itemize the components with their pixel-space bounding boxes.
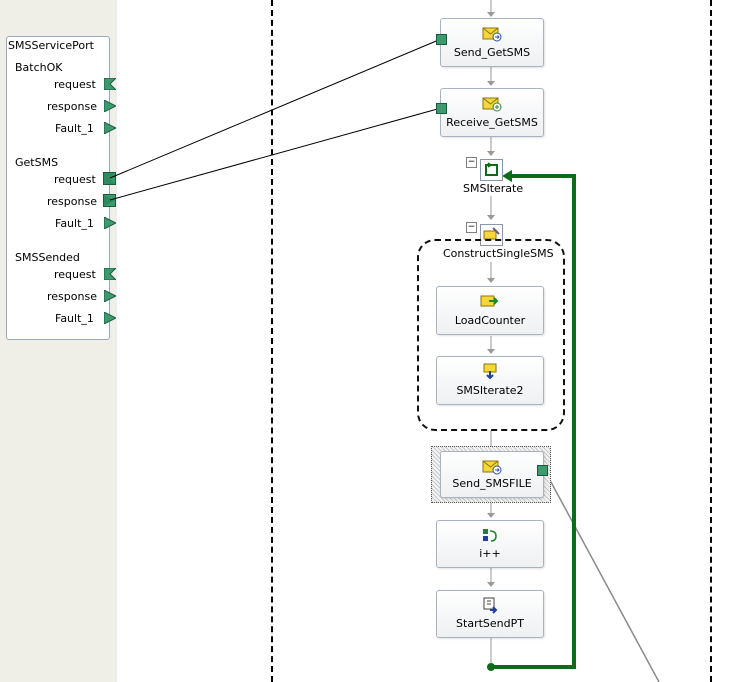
construct-label: ConstructSingleSMS bbox=[443, 247, 554, 260]
loadcounter-shape[interactable]: LoadCounter bbox=[436, 286, 544, 335]
expression-icon bbox=[483, 529, 497, 542]
port-label-response: response bbox=[47, 290, 97, 303]
request-port-icon[interactable] bbox=[104, 268, 116, 280]
port-label-request: request bbox=[54, 173, 96, 186]
port-label-response: response bbox=[47, 100, 97, 113]
message-assignment-icon bbox=[480, 295, 499, 307]
port-title: SMSServicePort bbox=[8, 39, 94, 52]
loop-label: SMSIterate bbox=[463, 182, 524, 195]
startsendpt-label: StartSendPT bbox=[456, 617, 524, 630]
send-message-icon bbox=[482, 27, 502, 42]
request-port-icon[interactable] bbox=[104, 78, 116, 90]
send-message-icon bbox=[482, 460, 502, 475]
fault-port-icon[interactable] bbox=[104, 122, 116, 134]
operation-getsms: GetSMS bbox=[15, 156, 59, 169]
lane-separator-left bbox=[271, 0, 273, 682]
receive-getsms-shape[interactable]: Receive_GetSMS bbox=[440, 88, 544, 137]
port-label-fault: Fault_1 bbox=[55, 217, 94, 230]
start-orchestration-icon bbox=[483, 597, 498, 614]
collapse-loop-toggle[interactable]: − bbox=[466, 157, 477, 168]
operation-batchok: BatchOK bbox=[15, 61, 63, 74]
collapse-construct-toggle[interactable]: − bbox=[466, 222, 477, 233]
receive-message-icon bbox=[482, 97, 502, 112]
lane-separator-right bbox=[710, 0, 712, 682]
response-port-icon[interactable] bbox=[103, 194, 116, 207]
loop-icon bbox=[485, 162, 498, 176]
receive-getsms-label: Receive_GetSMS bbox=[446, 116, 538, 129]
response-port-icon[interactable] bbox=[104, 290, 116, 302]
send-getsms-port-connector[interactable] bbox=[436, 34, 447, 45]
loop-shape[interactable] bbox=[480, 159, 503, 181]
fault-port-icon[interactable] bbox=[104, 312, 116, 324]
fault-port-icon[interactable] bbox=[104, 217, 116, 229]
port-label-response: response bbox=[47, 195, 97, 208]
port-label-fault: Fault_1 bbox=[55, 122, 94, 135]
port-panel-smsserviceport[interactable] bbox=[6, 36, 110, 340]
send-smsfile-shape[interactable]: Send_SMSFILE bbox=[440, 451, 544, 498]
request-port-icon[interactable] bbox=[103, 172, 116, 185]
port-label-request: request bbox=[54, 78, 96, 91]
receive-getsms-port-connector[interactable] bbox=[436, 103, 447, 114]
send-getsms-shape[interactable]: Send_GetSMS bbox=[440, 18, 544, 67]
smsiterate2-shape[interactable]: SMSIterate2 bbox=[436, 356, 544, 405]
send-getsms-label: Send_GetSMS bbox=[453, 46, 531, 59]
loadcounter-label: LoadCounter bbox=[454, 314, 526, 327]
operation-smssended: SMSSended bbox=[15, 251, 80, 264]
port-label-fault: Fault_1 bbox=[55, 312, 94, 325]
smsiterate2-label: SMSIterate2 bbox=[456, 384, 524, 397]
response-port-icon[interactable] bbox=[104, 100, 116, 112]
increment-label: i++ bbox=[479, 547, 501, 560]
startsendpt-shape[interactable]: StartSendPT bbox=[436, 590, 544, 638]
send-smsfile-label: Send_SMSFILE bbox=[452, 477, 532, 490]
construct-scope-boundary bbox=[417, 239, 565, 431]
port-label-request: request bbox=[54, 268, 96, 281]
send-smsfile-port-connector[interactable] bbox=[537, 465, 548, 476]
increment-shape[interactable]: i++ bbox=[436, 520, 544, 568]
transform-icon bbox=[483, 363, 497, 380]
